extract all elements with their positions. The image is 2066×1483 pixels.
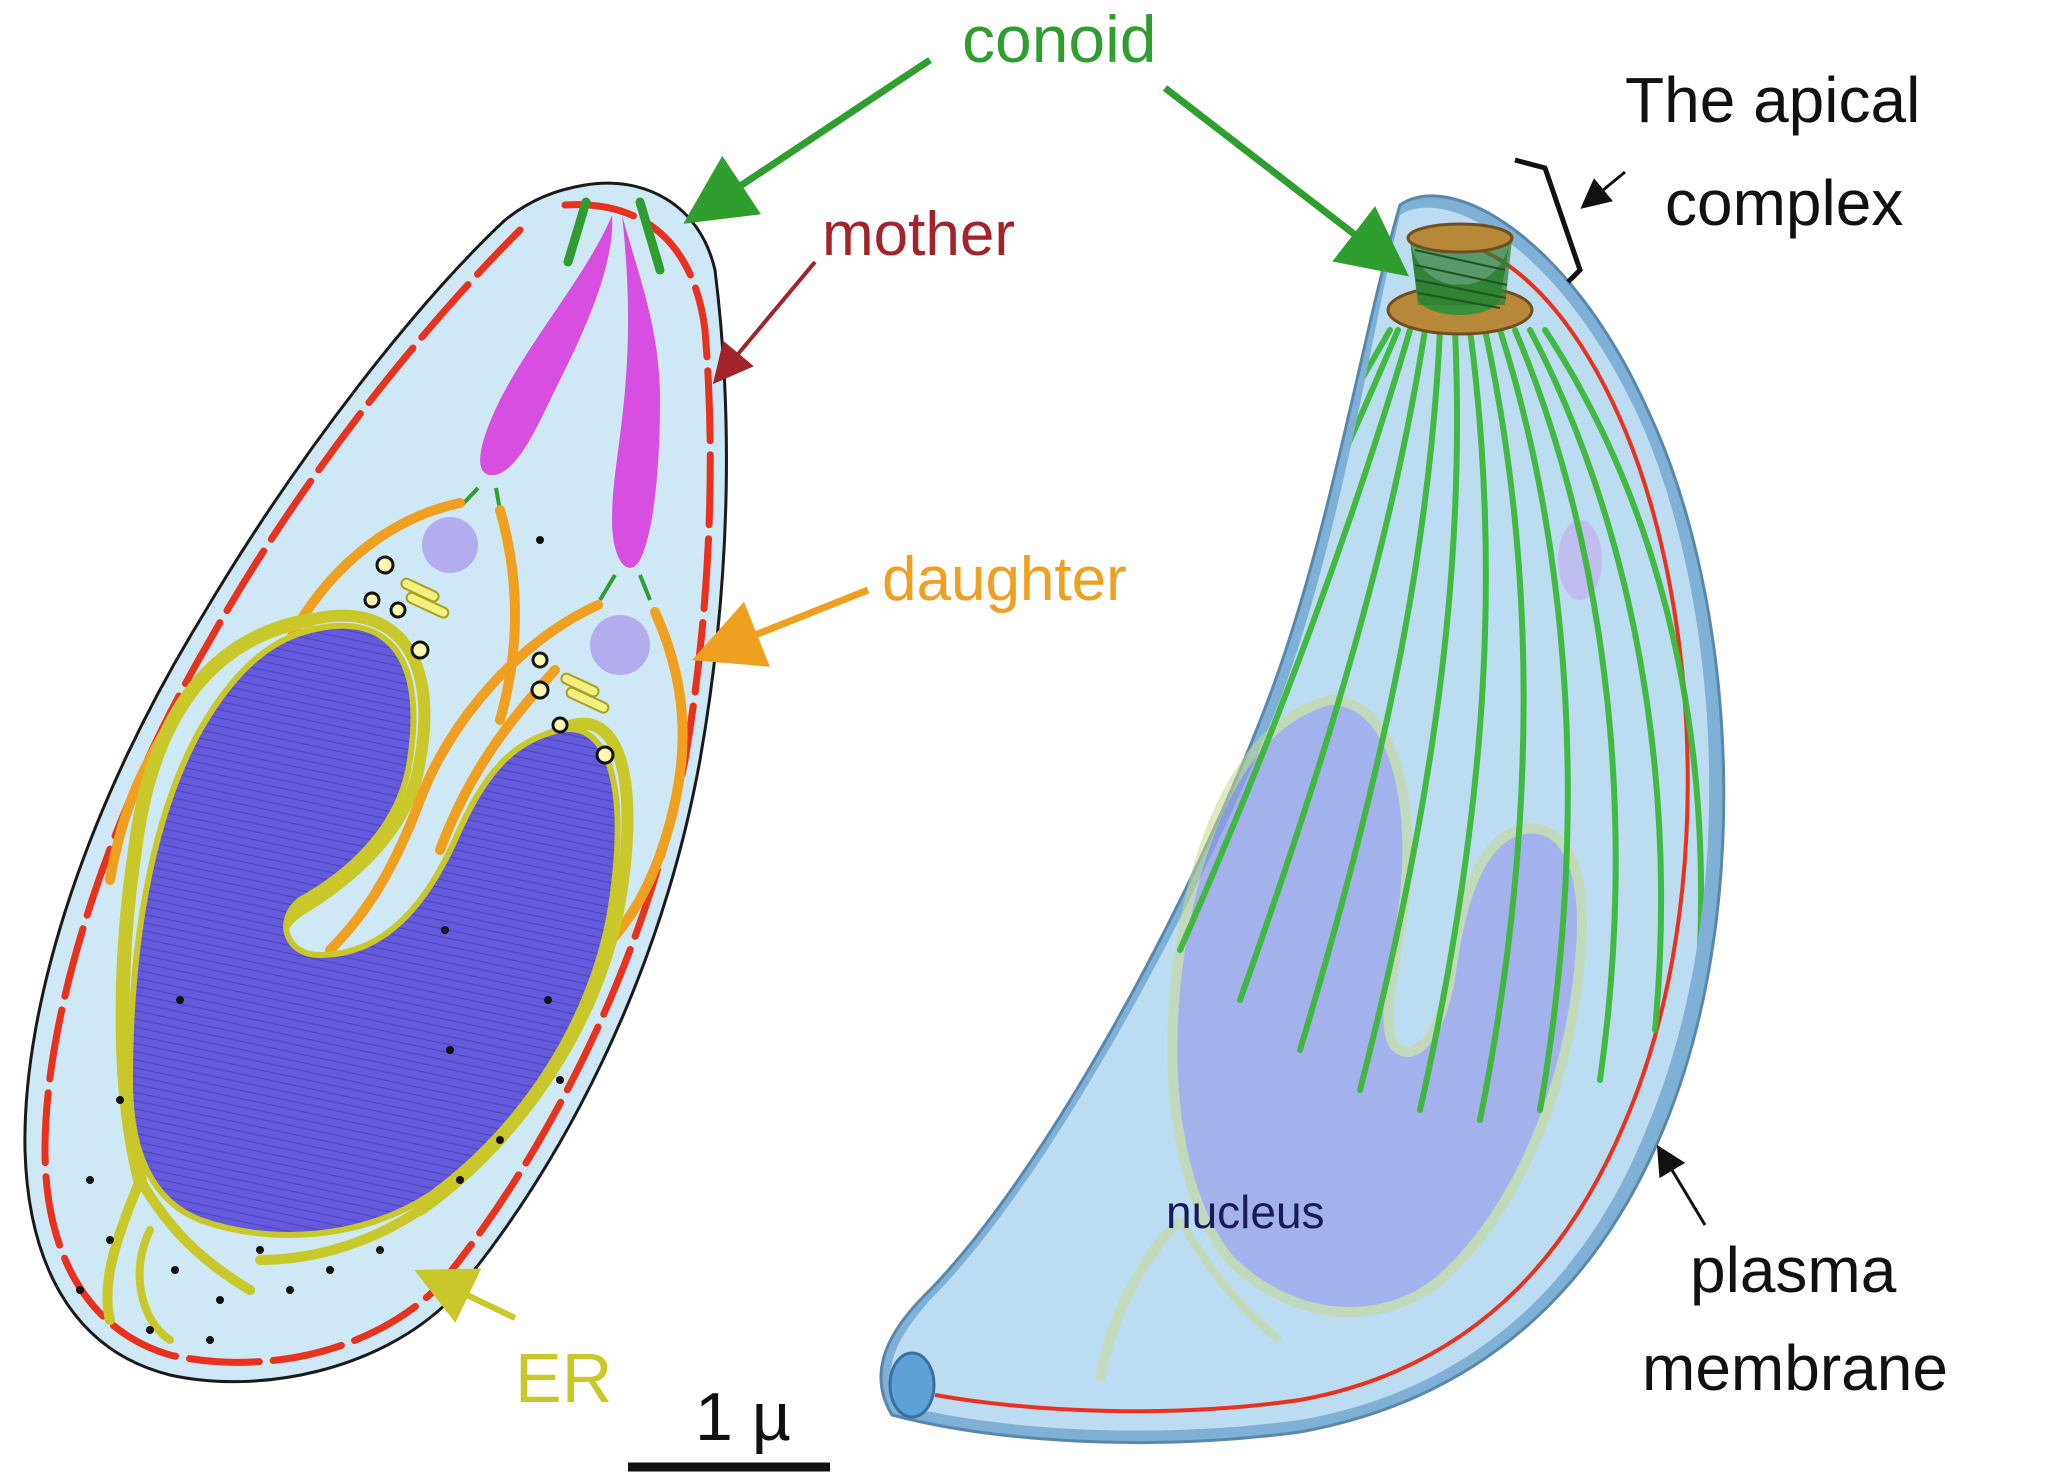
daughter-label: daughter xyxy=(882,545,1127,614)
conoid-arrow-left xyxy=(695,60,930,216)
left-parasite-cell xyxy=(25,183,727,1382)
conoid-arrow-right xyxy=(1165,88,1398,268)
apical-complex-label-line2: complex xyxy=(1665,167,1903,239)
daughter-arrow xyxy=(705,590,868,655)
plasma-membrane-label-line2: membrane xyxy=(1642,1332,1948,1404)
posterior-pore xyxy=(890,1353,934,1417)
conoid-label: conoid xyxy=(962,2,1157,76)
plasma-membrane-arrow xyxy=(1660,1150,1705,1225)
apical-complex-arrow xyxy=(1585,172,1625,205)
mother-arrow xyxy=(718,262,815,378)
labels: conoid mother daughter ER The apical com… xyxy=(515,2,1948,1417)
nucleus-label: nucleus xyxy=(1166,1186,1325,1238)
mother-label: mother xyxy=(822,200,1015,269)
scale-label: 1 µ xyxy=(695,1379,791,1455)
daughter-apical-vesicle-1 xyxy=(422,517,478,573)
scale-bar: 1 µ xyxy=(628,1379,830,1467)
plasma-membrane-label-line1: plasma xyxy=(1690,1234,1897,1306)
er-label: ER xyxy=(515,1339,612,1417)
apical-complex-label-line1: The apical xyxy=(1625,64,1920,136)
right-parasite-cell xyxy=(881,196,1724,1443)
daughter-apical-vesicle-2 xyxy=(590,615,650,675)
